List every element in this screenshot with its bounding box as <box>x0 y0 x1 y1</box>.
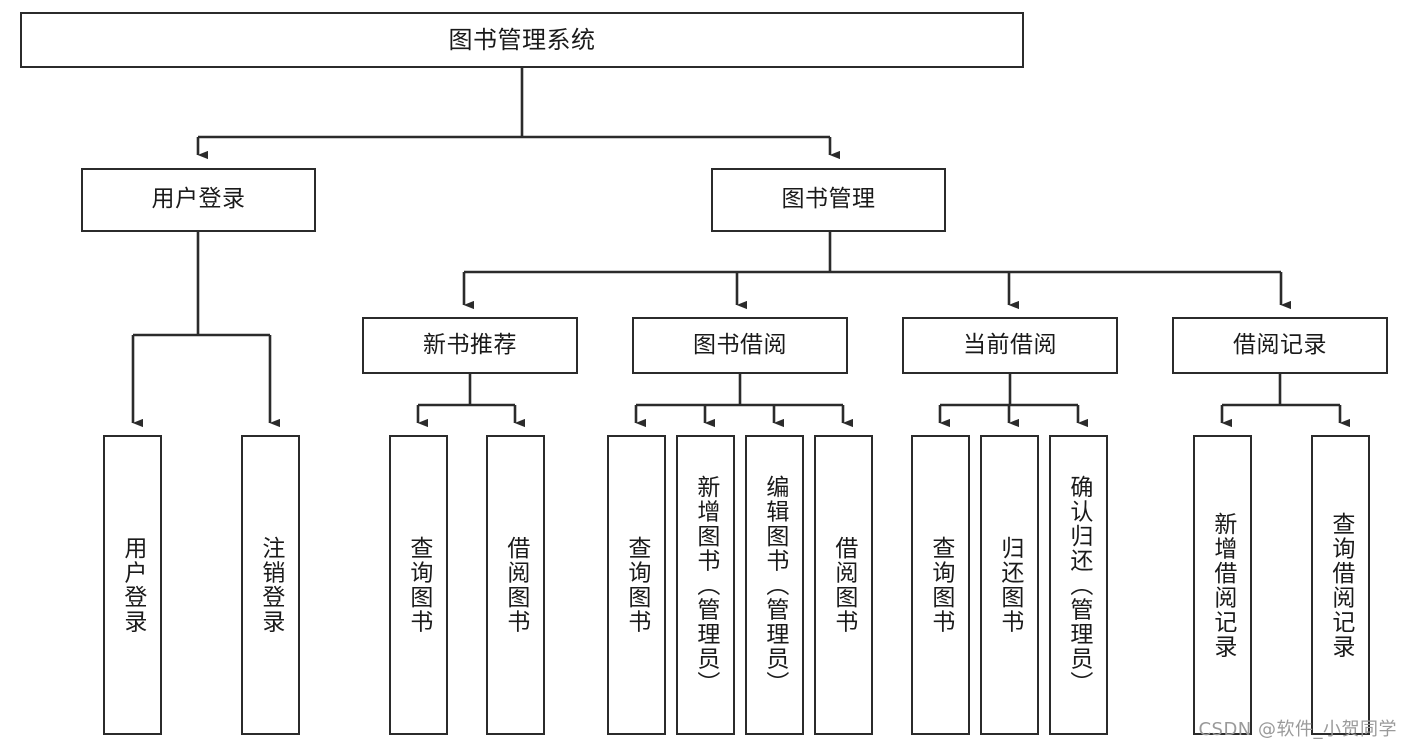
node-book-borrowing[interactable]: 图书借阅 <box>632 317 848 374</box>
leaf-record-query-record[interactable]: 查询借阅记录 <box>1311 435 1370 735</box>
node-label: 查询借阅记录 <box>1327 511 1354 659</box>
node-user-login[interactable]: 用户登录 <box>81 168 316 232</box>
node-current-borrowing[interactable]: 当前借阅 <box>902 317 1118 374</box>
leaf-borrow-query-book[interactable]: 查询图书 <box>607 435 666 735</box>
node-label: 确认归还（管理员） <box>1065 474 1092 696</box>
node-label: 用户登录 <box>119 536 146 634</box>
node-label: 图书管理系统 <box>448 25 596 54</box>
node-label: 借阅图书 <box>502 536 529 634</box>
node-label: 归还图书 <box>996 536 1023 634</box>
node-label: 图书借阅 <box>693 331 787 358</box>
leaf-borrow-borrow-book[interactable]: 借阅图书 <box>814 435 873 735</box>
node-label: 借阅图书 <box>830 536 857 634</box>
leaf-newbook-query-book[interactable]: 查询图书 <box>389 435 448 735</box>
node-label: 新增图书（管理员） <box>692 474 719 696</box>
node-book-management[interactable]: 图书管理 <box>711 168 946 232</box>
node-label: 借阅记录 <box>1233 331 1327 358</box>
leaf-logout[interactable]: 注销登录 <box>241 435 300 735</box>
node-label: 新书推荐 <box>423 331 517 358</box>
leaf-newbook-borrow-book[interactable]: 借阅图书 <box>486 435 545 735</box>
leaf-record-add-record[interactable]: 新增借阅记录 <box>1193 435 1252 735</box>
node-label: 查询图书 <box>927 536 954 634</box>
node-borrowing-records[interactable]: 借阅记录 <box>1172 317 1388 374</box>
node-label: 新增借阅记录 <box>1209 511 1236 659</box>
node-label: 查询图书 <box>623 536 650 634</box>
node-label: 图书管理 <box>781 186 876 213</box>
node-label: 查询图书 <box>405 536 432 634</box>
node-root-book-management-system[interactable]: 图书管理系统 <box>20 12 1024 68</box>
leaf-current-confirm-return-admin[interactable]: 确认归还（管理员） <box>1049 435 1108 735</box>
leaf-current-return-book[interactable]: 归还图书 <box>980 435 1039 735</box>
node-label: 注销登录 <box>257 536 284 634</box>
leaf-borrow-add-book-admin[interactable]: 新增图书（管理员） <box>676 435 735 735</box>
node-label: 用户登录 <box>151 186 246 213</box>
leaf-current-query-book[interactable]: 查询图书 <box>911 435 970 735</box>
node-new-book-recommendation[interactable]: 新书推荐 <box>362 317 578 374</box>
leaf-user-login[interactable]: 用户登录 <box>103 435 162 735</box>
leaf-borrow-edit-book-admin[interactable]: 编辑图书（管理员） <box>745 435 804 735</box>
node-label: 当前借阅 <box>963 331 1057 358</box>
node-label: 编辑图书（管理员） <box>761 474 788 696</box>
